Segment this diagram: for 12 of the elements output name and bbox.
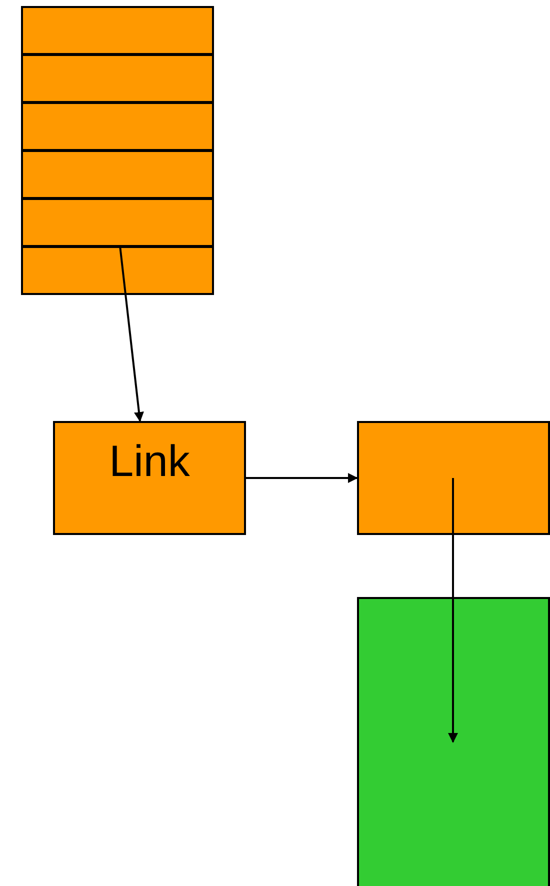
table-row bbox=[21, 6, 214, 55]
target-block bbox=[357, 597, 550, 886]
table-row bbox=[21, 54, 214, 103]
table-row bbox=[21, 198, 214, 247]
table-row bbox=[21, 150, 214, 199]
pointer-box bbox=[357, 421, 550, 535]
pointer-arrow bbox=[448, 478, 458, 743]
link-box bbox=[53, 421, 246, 535]
table-row bbox=[21, 246, 214, 295]
node-label: Link bbox=[108, 437, 191, 487]
table-row bbox=[21, 102, 214, 151]
pointer-arrow bbox=[246, 473, 358, 483]
